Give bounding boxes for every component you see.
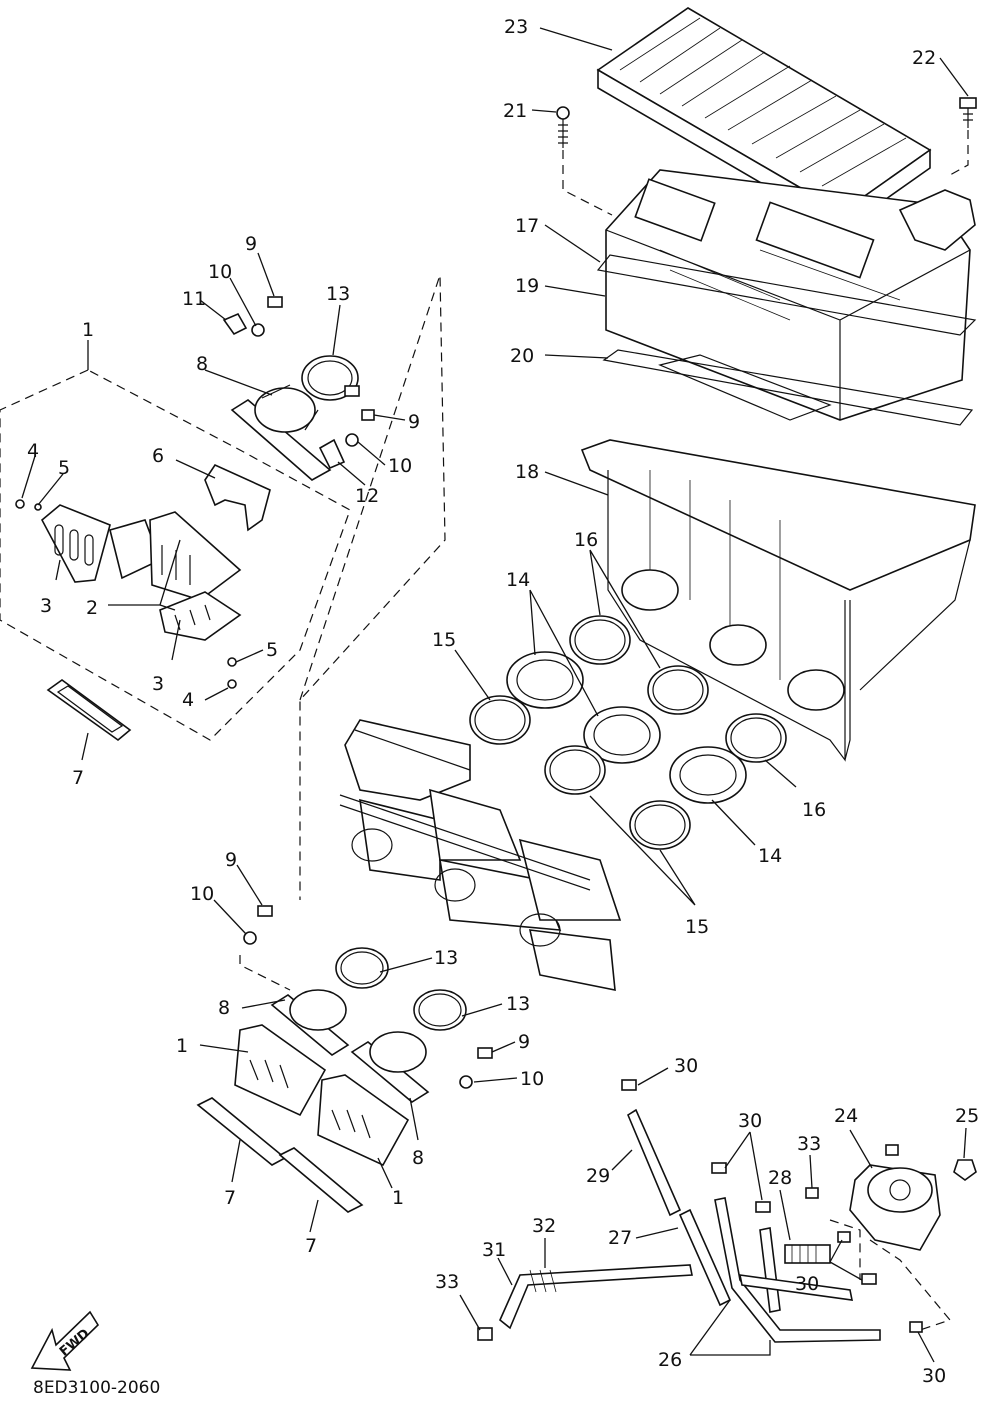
gasket-7-upper bbox=[46, 679, 132, 742]
hose-clips-30-33 bbox=[477, 1079, 952, 1341]
callout-13-lower-b: 13 bbox=[506, 993, 530, 1015]
callout-23: 23 bbox=[504, 16, 528, 38]
callout-1-upper: 1 bbox=[82, 319, 94, 341]
callout-33-lower: 33 bbox=[435, 1271, 459, 1293]
fuel-hoses bbox=[499, 1108, 881, 1343]
reed-valve-assembly-boundary bbox=[0, 274, 446, 900]
callout-19: 19 bbox=[515, 275, 539, 297]
callout-7-lower-right: 7 bbox=[305, 1235, 317, 1257]
nut-25 bbox=[953, 1159, 977, 1181]
gaskets-7-lower bbox=[196, 1097, 364, 1213]
manifold-8-upper bbox=[230, 384, 332, 481]
reed-stopper-6 bbox=[204, 463, 271, 532]
reed-valve-body-2 bbox=[109, 511, 242, 641]
callout-33-upper: 33 bbox=[797, 1133, 821, 1155]
callout-4-middle: 4 bbox=[182, 689, 194, 711]
callout-8-upper: 8 bbox=[196, 353, 208, 375]
callout-22: 22 bbox=[912, 47, 936, 69]
callout-9-top: 9 bbox=[245, 233, 257, 255]
callout-20: 20 bbox=[510, 345, 534, 367]
callout-30-a: 30 bbox=[674, 1055, 698, 1077]
bolt-22 bbox=[898, 97, 977, 251]
callout-5-upper: 5 bbox=[58, 457, 70, 479]
callout-31: 31 bbox=[482, 1239, 506, 1261]
joint-clamps-15 bbox=[469, 695, 691, 850]
callout-16-lower: 16 bbox=[802, 799, 826, 821]
callout-7-upper: 7 bbox=[72, 767, 84, 789]
forward-direction-arrow: FWD bbox=[30, 1310, 100, 1371]
callout-12: 12 bbox=[355, 485, 379, 507]
callout-3-upper: 3 bbox=[40, 595, 52, 617]
manifolds-8-lower bbox=[270, 989, 430, 1103]
callout-15-lower: 15 bbox=[685, 916, 709, 938]
air-box-gaskets bbox=[596, 254, 977, 426]
clamps-13-lower bbox=[335, 947, 467, 1031]
air-box-lower-case bbox=[580, 439, 976, 762]
carburetor-assembly bbox=[339, 719, 622, 991]
leader-lines bbox=[21, 27, 969, 1363]
diagram-code: 8ED3100-2060 bbox=[33, 1378, 160, 1398]
callout-30-c: 30 bbox=[795, 1273, 819, 1295]
callout-10-top: 10 bbox=[208, 261, 232, 283]
reed-plate-3-upper bbox=[40, 504, 111, 583]
joint-clamps-16 bbox=[569, 615, 787, 763]
callout-30-d: 30 bbox=[922, 1365, 946, 1387]
callout-1-lower-left: 1 bbox=[176, 1035, 188, 1057]
callout-11: 11 bbox=[182, 288, 206, 310]
callout-10-lower-right: 10 bbox=[520, 1068, 544, 1090]
air-box-upper-case bbox=[605, 169, 971, 421]
callout-13-upper: 13 bbox=[326, 283, 350, 305]
carb-joints-14 bbox=[506, 651, 747, 804]
callout-4-upper: 4 bbox=[27, 440, 39, 462]
callout-27: 27 bbox=[608, 1227, 632, 1249]
callout-30-b: 30 bbox=[738, 1110, 762, 1132]
callout-labels: 23 22 21 17 19 20 18 1 4 5 3 2 3 5 4 7 8… bbox=[27, 16, 979, 1387]
callout-9-upper-right: 9 bbox=[408, 411, 420, 433]
callout-3-middle: 3 bbox=[152, 673, 164, 695]
callout-14-upper: 14 bbox=[506, 569, 530, 591]
callout-1-lower-right: 1 bbox=[392, 1187, 404, 1209]
fuel-pump-24 bbox=[849, 1144, 941, 1251]
callout-21: 21 bbox=[503, 100, 527, 122]
screw-21 bbox=[556, 106, 613, 216]
small-fasteners-lower bbox=[239, 905, 493, 1089]
callout-28: 28 bbox=[768, 1167, 792, 1189]
callout-16-upper: 16 bbox=[574, 529, 598, 551]
callout-2: 2 bbox=[86, 597, 98, 619]
callout-32: 32 bbox=[532, 1215, 556, 1237]
callout-17: 17 bbox=[515, 215, 539, 237]
callout-29: 29 bbox=[586, 1165, 610, 1187]
callout-8-lower-right: 8 bbox=[412, 1147, 424, 1169]
callout-15-upper: 15 bbox=[432, 629, 456, 651]
callout-26: 26 bbox=[658, 1349, 682, 1371]
callout-25: 25 bbox=[955, 1105, 979, 1127]
callout-8-lower-left: 8 bbox=[218, 997, 230, 1019]
callout-7-lower-left: 7 bbox=[224, 1187, 236, 1209]
callout-9-lower-left: 9 bbox=[225, 849, 237, 871]
callout-10-upper-right: 10 bbox=[388, 455, 412, 477]
callout-18: 18 bbox=[515, 461, 539, 483]
callout-14-lower: 14 bbox=[758, 845, 782, 867]
callout-5-middle: 5 bbox=[266, 639, 278, 661]
callout-9-lower-right: 9 bbox=[518, 1031, 530, 1053]
callout-24: 24 bbox=[834, 1105, 858, 1127]
reed-valves-1-lower bbox=[234, 1024, 410, 1167]
clamp-13-upper bbox=[301, 355, 360, 401]
callout-13-lower-a: 13 bbox=[434, 947, 458, 969]
callout-6: 6 bbox=[152, 445, 164, 467]
callout-10-lower-left: 10 bbox=[190, 883, 214, 905]
